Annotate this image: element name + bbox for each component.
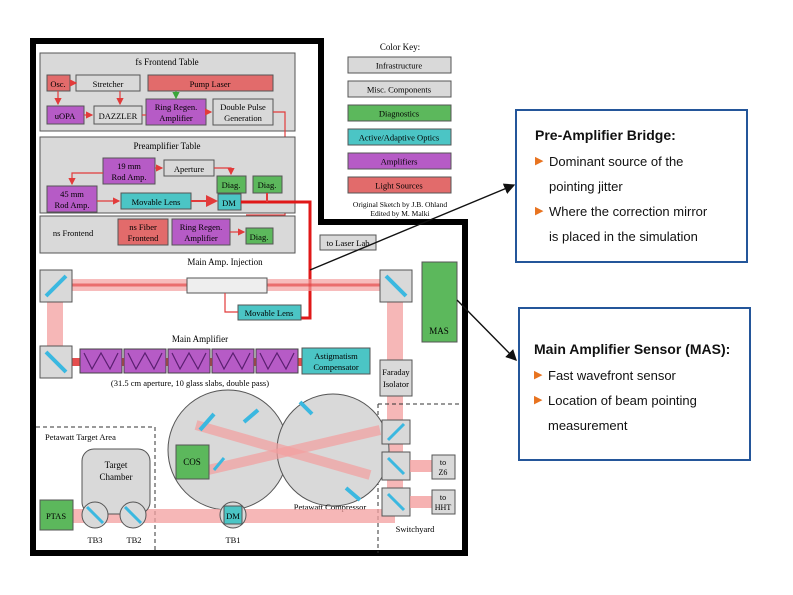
pw-compressor: Petawatt Compressor xyxy=(294,502,367,512)
ns-fiber-1: ns Fiber xyxy=(129,222,157,232)
cos-label: COS xyxy=(183,457,201,467)
switchyard-label: Switchyard xyxy=(396,524,435,534)
fs-frontend-title: fs Frontend Table xyxy=(135,57,198,67)
to-z6-1: to xyxy=(440,458,446,467)
to-z6-2: Z6 xyxy=(439,468,448,477)
dm-label: DM xyxy=(222,198,236,208)
credit1: Original Sketch by J.B. Ohland xyxy=(353,200,447,209)
color-key-swatch xyxy=(347,80,452,98)
preamp-title: Preamplifier Table xyxy=(134,141,201,151)
pointer-preamp xyxy=(309,183,516,271)
ring-regen-fs-1: Ring Regen. xyxy=(155,102,198,112)
main-amplifier-caption: (31.5 cm aperture, 10 glass slabs, doubl… xyxy=(111,378,269,388)
color-key-label: Infrastructure xyxy=(376,61,422,71)
to-hht-2: HHT xyxy=(435,503,452,512)
amplifier-slab xyxy=(79,348,123,374)
uopa-label: uOPA xyxy=(55,111,76,121)
target-chamber-1: Target xyxy=(105,460,128,470)
callout-preamp-item: pointing jitter xyxy=(549,179,623,194)
movable-lens-label: Movable Lens xyxy=(132,197,181,207)
dazzler-label: DAZZLER xyxy=(99,111,138,121)
mas-label: MAS xyxy=(429,326,449,336)
ns-diag-label: Diag. xyxy=(250,232,269,242)
pw-target-area: Petawatt Target Area xyxy=(45,432,116,442)
diag2-label: Diag. xyxy=(258,180,277,190)
to-hht-1: to xyxy=(440,493,446,502)
color-key-title: Color Key: xyxy=(380,42,420,52)
color-key-swatch xyxy=(347,104,452,122)
rod45-1: 45 mm xyxy=(60,189,84,199)
callout-preamp-item: is placed in the simulation xyxy=(549,229,698,244)
main-amplifier-title: Main Amplifier xyxy=(172,334,228,344)
pump-laser-label: Pump Laser xyxy=(190,79,231,89)
slab-pattern xyxy=(83,351,119,371)
callout-preamp-title: Pre-Amplifier Bridge: xyxy=(535,127,676,143)
astig-2: Compensator xyxy=(313,362,358,372)
tb2-label: TB2 xyxy=(126,535,141,545)
color-key-swatch xyxy=(347,128,452,146)
rod19-1: 19 mm xyxy=(117,161,141,171)
color-key-label: Diagnostics xyxy=(379,109,419,119)
aperture-label: Aperture xyxy=(174,164,204,174)
color-key-swatch xyxy=(347,176,452,194)
credit2: Edited by M. Malki xyxy=(370,209,429,218)
amplifier-slab xyxy=(167,348,211,374)
callout-mas-title: Main Amplifier Sensor (MAS): xyxy=(534,341,731,357)
slab-pattern xyxy=(215,351,251,371)
callout-preamp-item: ▶Where the correction mirror xyxy=(535,199,732,224)
to-laser-lab: to Laser Lab xyxy=(327,238,370,248)
diag1-label: Diag. xyxy=(222,180,241,190)
tb1-label: TB1 xyxy=(225,535,240,545)
slab-pattern xyxy=(259,351,295,371)
color-key-label: Light Sources xyxy=(375,181,422,191)
dm2-label: DM xyxy=(226,511,240,521)
rod19-2: Rod Amp. xyxy=(112,172,147,182)
bullet-triangle-icon: ▶ xyxy=(535,155,544,167)
ring-regen-ns-2: Amplifier xyxy=(184,233,218,243)
callout-mas-item: measurement xyxy=(548,418,628,433)
callout-mas-item: ▶Location of beam pointing xyxy=(534,388,737,413)
color-key-label: Misc. Components xyxy=(367,85,431,95)
callout-mas-item: ▶Fast wavefront sensor xyxy=(534,363,737,388)
double-pulse-2: Generation xyxy=(224,113,263,123)
color-key-label: Active/Adaptive Optics xyxy=(359,133,440,143)
astig-1: Astigmatism xyxy=(314,351,358,361)
main-amp-injection: Main Amp. Injection xyxy=(187,257,263,267)
slab-pattern xyxy=(171,351,207,371)
bullet-triangle-icon: ▶ xyxy=(534,369,543,381)
faraday-1: Faraday xyxy=(382,367,410,377)
color-key-swatch xyxy=(347,152,452,170)
callout-preamp-bridge: Pre-Amplifier Bridge: ▶Dominant source o… xyxy=(515,109,748,263)
ns-frontend-title: ns Frontend xyxy=(53,228,94,238)
stretcher-label: Stretcher xyxy=(93,79,124,89)
ns-fiber-2: Frontend xyxy=(128,233,159,243)
faraday-2: Isolator xyxy=(383,379,409,389)
callout-mas: Main Amplifier Sensor (MAS): ▶Fast wavef… xyxy=(518,307,751,461)
double-pulse-1: Double Pulse xyxy=(220,102,266,112)
bullet-triangle-icon: ▶ xyxy=(534,394,543,406)
pointer-mas xyxy=(456,299,517,361)
tb3-label: TB3 xyxy=(87,535,102,545)
ring-regen-fs-2: Amplifier xyxy=(159,113,193,123)
rod45-2: Rod Amp. xyxy=(55,200,90,210)
slab-pattern xyxy=(127,351,163,371)
callout-preamp-item: ▶Dominant source of the xyxy=(535,149,732,174)
color-key-label: Amplifiers xyxy=(381,157,418,167)
movable-lens-2: Movable Lens xyxy=(245,308,294,318)
osc-label: Osc. xyxy=(50,79,65,89)
ring-regen-ns-1: Ring Regen. xyxy=(180,222,223,232)
ptas-label: PTAS xyxy=(46,511,66,521)
color-key-swatch xyxy=(347,56,452,74)
bullet-triangle-icon: ▶ xyxy=(535,205,544,217)
target-chamber-2: Chamber xyxy=(100,472,133,482)
